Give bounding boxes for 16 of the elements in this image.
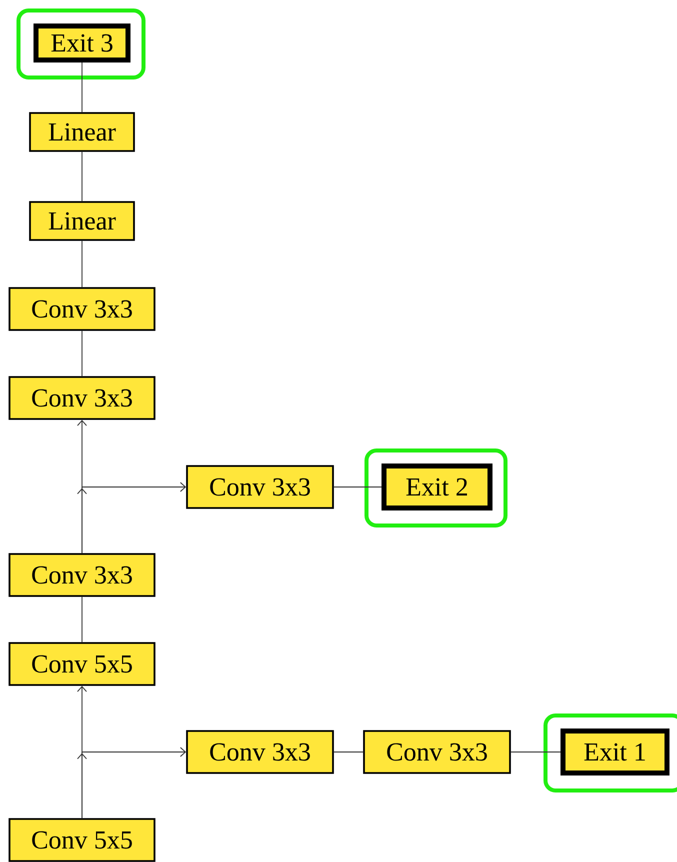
exit-box: Exit 1: [544, 714, 677, 792]
arrow: [77, 747, 186, 819]
layer-box: Conv 3x3: [8, 553, 156, 597]
layer-box: Conv 3x3: [186, 465, 334, 509]
layer-box: Linear: [29, 201, 135, 241]
layer-box: Conv 3x3: [8, 376, 156, 420]
exit-box: Exit 2: [364, 448, 508, 528]
layer-box: Conv 5x5: [8, 818, 156, 862]
layer-box: Conv 5x5: [8, 642, 156, 686]
connector-line: [333, 486, 382, 488]
layer-box: Conv 3x3: [363, 730, 511, 774]
layer-box: Conv 3x3: [8, 287, 156, 331]
exit-box: Exit 3: [16, 8, 146, 80]
layer-box: Conv 3x3: [186, 730, 334, 774]
arrow: [77, 482, 186, 554]
layer-box: Linear: [29, 112, 135, 152]
